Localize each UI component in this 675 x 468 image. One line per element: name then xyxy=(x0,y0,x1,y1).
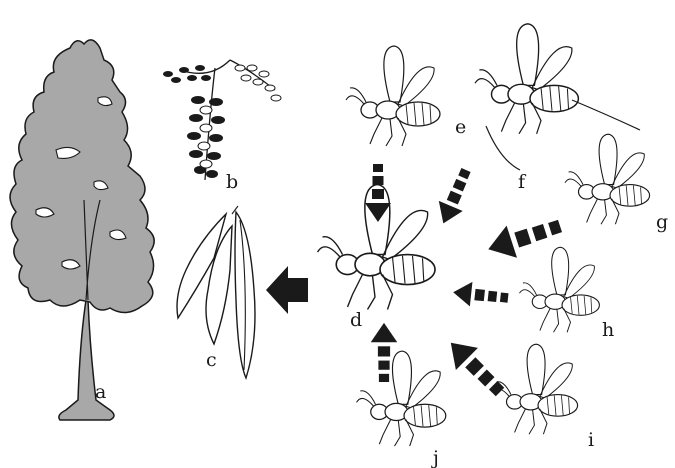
arrow-g-to-d xyxy=(483,210,565,265)
label-e: e xyxy=(455,116,466,138)
parasitoid-wasp-g xyxy=(565,134,650,224)
label-i: i xyxy=(588,429,594,451)
parasitoid-wasp-e xyxy=(346,46,440,146)
label-h: h xyxy=(602,319,614,341)
label-g: g xyxy=(656,211,668,233)
arrow-h-to-d xyxy=(452,280,509,310)
label-b: b xyxy=(226,171,238,193)
leaf-flower-illustration xyxy=(163,60,281,180)
parasitoid-wasp-i xyxy=(493,344,578,434)
parasitoid-wasp-h xyxy=(520,247,600,332)
label-c: c xyxy=(206,349,217,371)
label-d: d xyxy=(350,309,362,331)
parasitoid-wasp-j xyxy=(357,351,446,446)
label-f: f xyxy=(518,171,527,193)
arrow-f-to-d xyxy=(431,165,478,229)
parasitoid-wasp-f xyxy=(475,24,640,170)
arrow-j-to-d xyxy=(371,323,398,382)
tree-illustration xyxy=(10,40,154,420)
arrow-i-to-d xyxy=(440,332,511,403)
label-j: j xyxy=(431,447,439,468)
label-a: a xyxy=(95,381,106,403)
host-to-pod-arrow xyxy=(266,266,308,314)
